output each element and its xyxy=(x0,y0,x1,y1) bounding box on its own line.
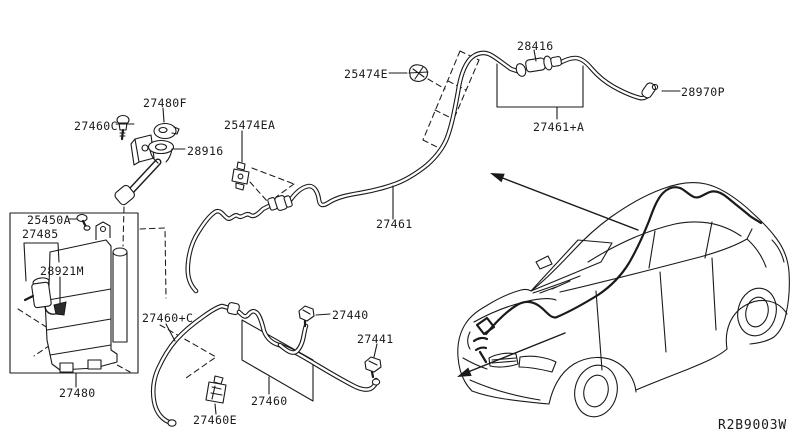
part-label-27480F[interactable]: 27480F xyxy=(143,96,187,110)
washer-nozzle-27441 xyxy=(364,356,382,386)
filler-bracket xyxy=(130,134,155,166)
part-labels: 28416 25474E 27480F 28970P 27460C 25474E… xyxy=(22,39,725,427)
leader-lines xyxy=(23,49,681,415)
washer-pump-27485 xyxy=(23,277,56,315)
screw-25450A xyxy=(76,213,91,231)
installed-hose-route xyxy=(467,186,763,364)
mount-screw-27460C xyxy=(116,114,130,141)
vehicle-body xyxy=(457,182,790,405)
part-label-27461[interactable]: 27461 xyxy=(376,217,413,231)
part-label-27460E[interactable]: 27460E xyxy=(193,413,237,427)
front-washer-hose-27460 xyxy=(236,308,379,392)
washer-reservoir-tank xyxy=(23,213,128,373)
part-label-27485[interactable]: 27485 xyxy=(22,227,59,241)
washer-filler-neck xyxy=(114,114,180,206)
hose-clip-27460E xyxy=(205,375,227,404)
hose-inline-connector xyxy=(267,195,293,211)
filler-cap-27480F xyxy=(153,122,180,140)
pump-packing-28921M xyxy=(53,301,67,316)
filler-funnel-28916 xyxy=(147,139,175,164)
part-label-28921M[interactable]: 28921M xyxy=(40,264,84,278)
part-label-27461A[interactable]: 27461+A xyxy=(533,120,584,134)
hose-end-fitting-28970P xyxy=(641,82,659,99)
part-label-25474E[interactable]: 25474E xyxy=(344,67,388,81)
part-label-25450A[interactable]: 25450A xyxy=(27,213,71,227)
part-label-28916[interactable]: 28916 xyxy=(187,144,224,158)
part-label-27480[interactable]: 27480 xyxy=(59,386,96,400)
reservoir-assembly-box xyxy=(9,212,139,374)
hose-joint-28416 xyxy=(515,55,562,77)
hose-clip-25474E xyxy=(408,64,429,82)
part-label-27440[interactable]: 27440 xyxy=(332,308,369,322)
part-label-27460C[interactable]: 27460C xyxy=(74,119,118,133)
part-label-27441[interactable]: 27441 xyxy=(357,332,394,346)
hose-clip-25474EA xyxy=(231,161,250,191)
direction-arrows xyxy=(457,173,639,377)
part-label-28970P[interactable]: 28970P xyxy=(681,85,725,99)
diagram-code: R2B9003W xyxy=(718,418,787,433)
vehicle-illustration xyxy=(457,173,790,418)
feed-hose-27460-plus-C xyxy=(150,302,240,427)
rear-washer-hose-27461 xyxy=(185,50,652,294)
washer-nozzle-27440 xyxy=(298,305,315,328)
part-label-27460pC[interactable]: 27460+C xyxy=(142,311,193,325)
front-hose-region xyxy=(241,319,314,402)
part-label-28416[interactable]: 28416 xyxy=(517,39,554,53)
part-label-27460[interactable]: 27460 xyxy=(251,394,288,408)
part-label-25474EA[interactable]: 25474EA xyxy=(224,118,275,132)
vehicle-wheels xyxy=(574,287,777,418)
